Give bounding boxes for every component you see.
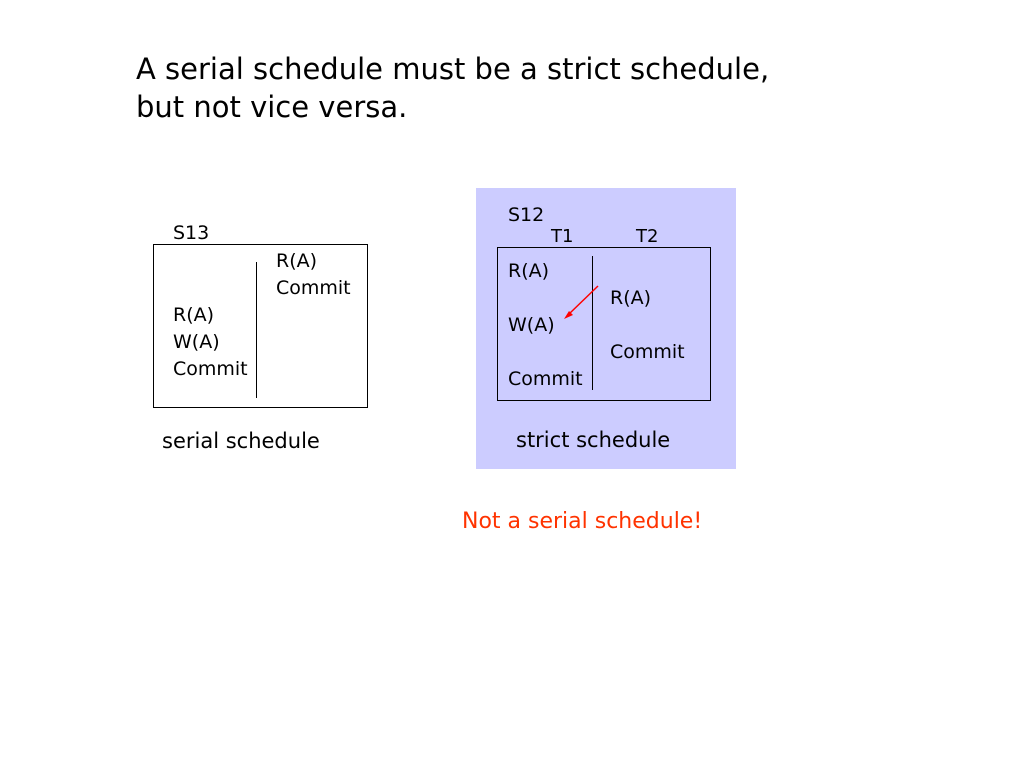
title-line-2: but not vice versa. <box>136 90 408 124</box>
s13-t2-op-1: R(A) <box>276 250 318 272</box>
s12-t2-op-1: R(A) <box>610 287 652 309</box>
s13-caption: serial schedule <box>162 429 320 453</box>
arrow-head <box>564 311 573 319</box>
s13-label: S13 <box>173 222 210 244</box>
s13-divider <box>256 262 257 398</box>
s12-t1-op-3: Commit <box>508 368 583 390</box>
s13-t1-op-1: R(A) <box>173 304 215 326</box>
s12-t1-op-2: W(A) <box>508 314 555 336</box>
s12-box <box>497 247 711 401</box>
s13-box <box>153 244 368 408</box>
red-arrow-icon <box>564 285 599 319</box>
s12-col-t2: T2 <box>636 226 659 247</box>
s12-t1-op-1: R(A) <box>508 260 550 282</box>
s13-t1-op-3: Commit <box>173 358 248 380</box>
arrow-shaft <box>568 285 599 315</box>
s12-label: S12 <box>508 204 545 226</box>
s12-t2-op-2: Commit <box>610 341 685 363</box>
s12-divider <box>592 256 593 390</box>
not-serial-note: Not a serial schedule! <box>462 509 703 534</box>
s13-t1-op-2: W(A) <box>173 331 220 353</box>
s12-col-t1: T1 <box>551 226 574 247</box>
s12-caption: strict schedule <box>516 428 671 452</box>
s13-t2-op-2: Commit <box>276 277 351 299</box>
title-line-1: A serial schedule must be a strict sched… <box>136 52 770 86</box>
slide-title: A serial schedule must be a strict sched… <box>136 50 769 126</box>
s12-panel <box>476 188 736 469</box>
